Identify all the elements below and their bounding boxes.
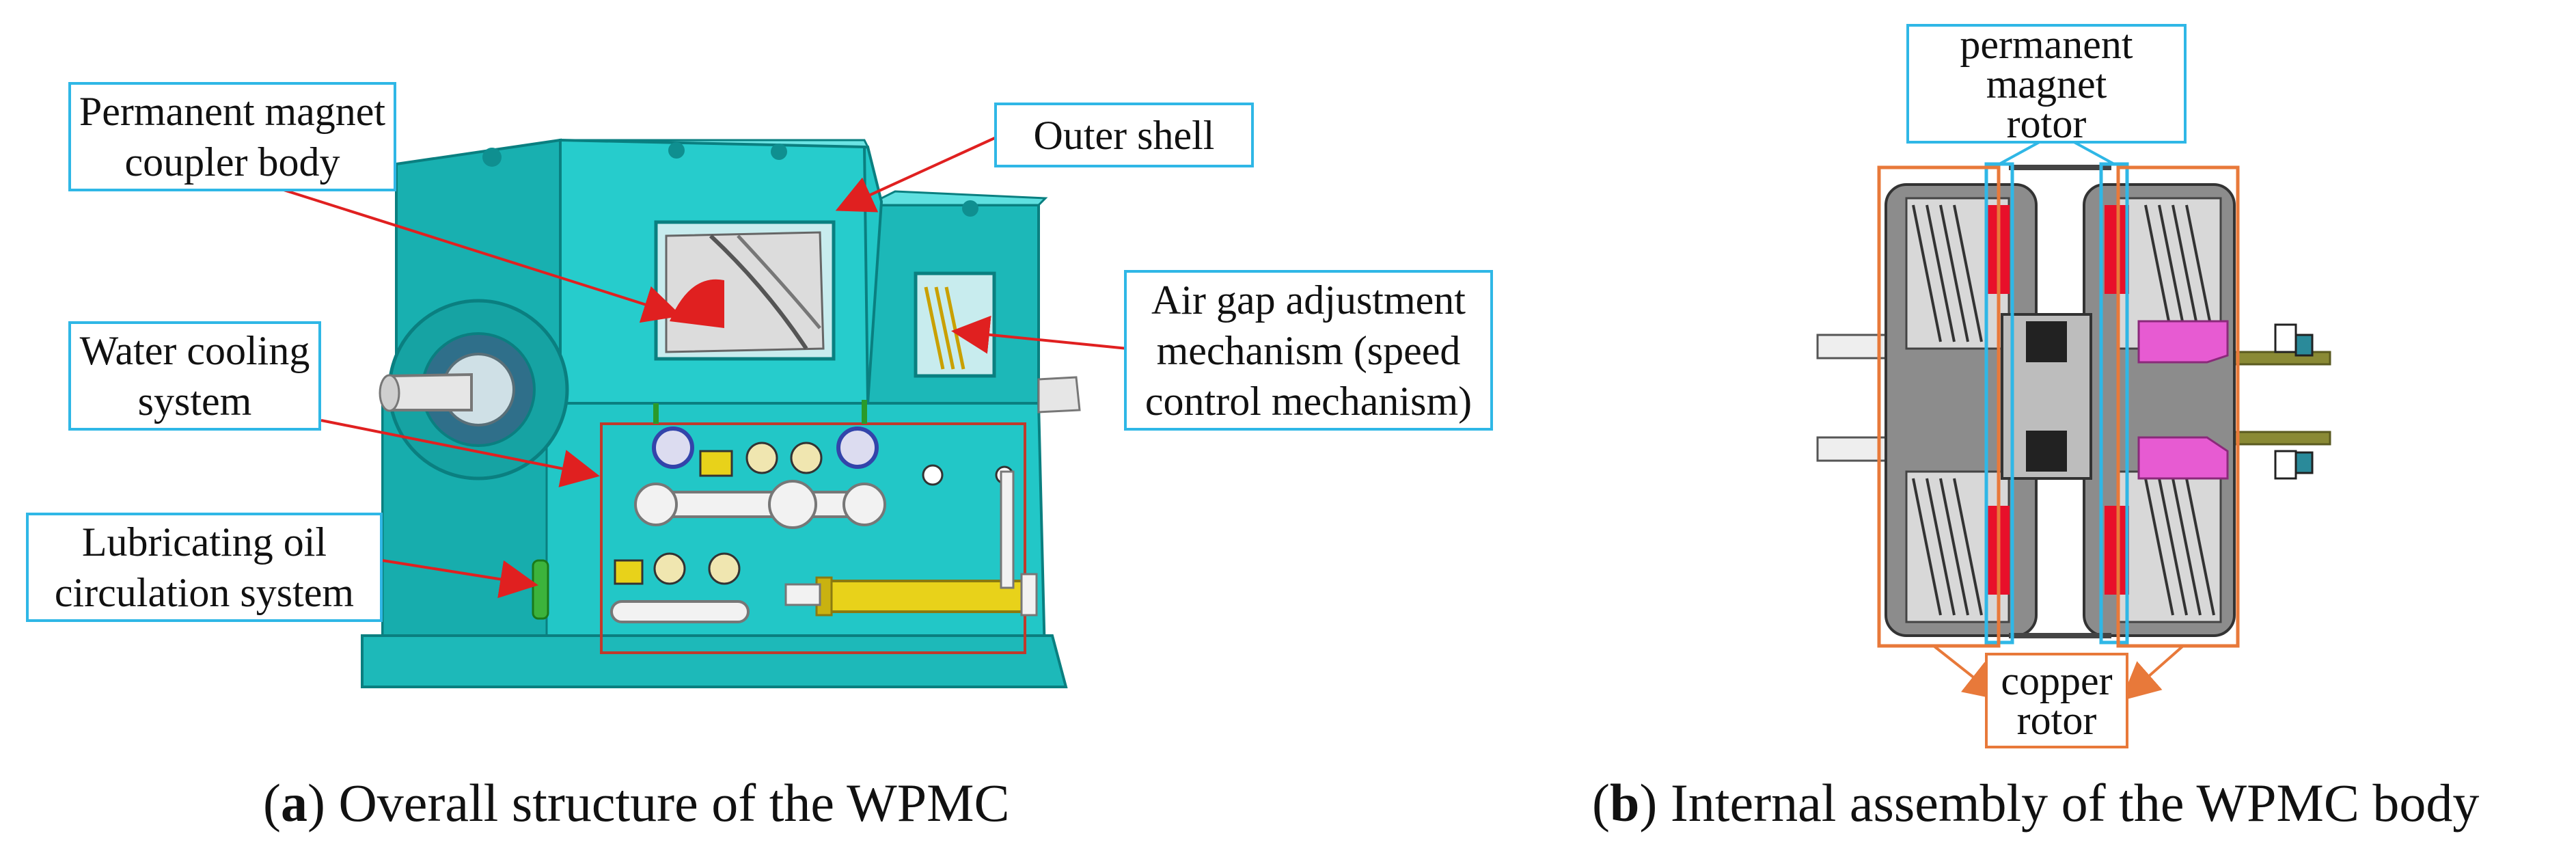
label-water-cooling: Water cooling system [68, 321, 321, 431]
leader-air-gap [951, 315, 1128, 354]
leader-lube [382, 559, 538, 599]
caption-b-text: Internal assembly of the WPMC body [1670, 773, 2480, 832]
copper-rotor-bracket-right [2116, 165, 2240, 648]
caption-a-text: Overall structure of the WPMC [338, 773, 1010, 832]
leader-water [320, 419, 600, 488]
label-copper-rotor: copper rotor [1985, 653, 2128, 748]
caption-a: (a) Overall structure of the WPMC [263, 773, 1010, 832]
label-pm-rotor: permanent magnet rotor [1906, 24, 2187, 144]
caption-b: (b) Internal assembly of the WPMC body [1592, 773, 2480, 832]
caption-a-letter: a [280, 773, 307, 832]
label-outer-shell: Outer shell [994, 103, 1254, 167]
label-air-gap-mechanism: Air gap adjustment mechanism (speed cont… [1124, 270, 1493, 431]
label-lubricating-oil: Lubricating oil circulation system [26, 513, 383, 622]
caption-b-letter: b [1609, 773, 1640, 832]
leader-outer-shell [835, 135, 998, 213]
leader-pm-body [266, 183, 682, 323]
label-pm-coupler-body: Permanent magnet coupler body [68, 82, 396, 191]
copper-rotor-bracket-left [1877, 165, 2001, 648]
